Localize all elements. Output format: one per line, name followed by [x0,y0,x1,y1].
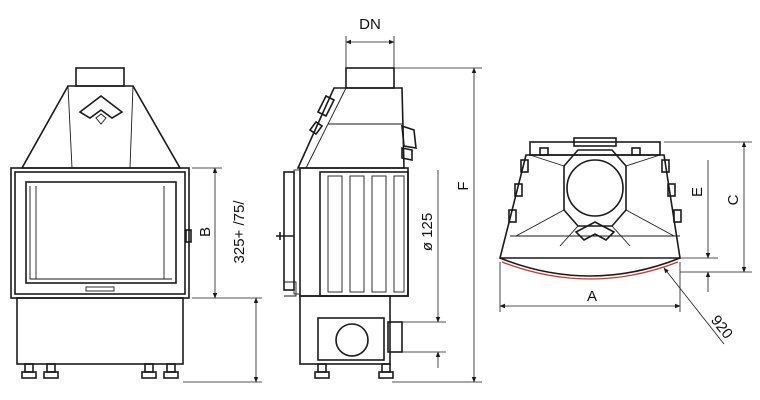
top-front-frame [499,257,681,277]
side-air-box [317,317,385,361]
top-facet-lines [515,154,675,247]
front-door-handle [185,229,192,243]
dim-label-b: B [197,227,214,237]
top-flue-stub [573,137,617,147]
top-body-outline [498,154,681,259]
front-dimensions: B 325+ /75/ [183,167,262,383]
side-inlet-flange [387,321,403,353]
side-hood [296,87,405,169]
front-bottom-slot [85,286,115,292]
side-view [276,67,417,379]
top-baffle [574,221,616,241]
side-handle [276,232,294,240]
dim-label-b-offset: 325+ /75/ [231,200,248,264]
front-flue-collar [75,67,125,87]
side-dimensions: DN F ø 125 [345,16,482,383]
front-door-frame-inner [14,171,186,295]
dim-label-f: F [455,181,472,190]
front-view [10,67,192,379]
front-hood-ribs [67,85,134,169]
side-hood-edge [305,87,347,169]
side-air-inlet [335,323,369,357]
front-deflector-center [95,113,107,125]
side-bracket-right-2 [401,147,413,161]
front-glass [25,181,177,284]
side-flue-collar [345,67,395,89]
dim-label-radius: 920 [707,312,736,342]
top-flue-opening [566,159,624,217]
side-pedestal [299,295,391,365]
top-front-arc [501,261,679,280]
dim-label-diameter: ø 125 [419,213,436,251]
front-feet [21,363,179,379]
side-bracket-left-1 [316,94,336,118]
side-bracket-left-2 [308,120,324,136]
dim-label-dn: DN [359,16,381,33]
side-body [299,167,409,297]
side-bracket-right-1 [401,124,417,149]
dim-label-a: A [587,288,597,305]
dim-label-c: C [725,194,742,205]
top-flue-octagon [563,149,627,227]
side-convection-ribs [327,175,405,293]
top-plate [529,141,661,156]
dim-label-e: E [689,187,706,197]
side-feet [314,363,394,379]
front-pedestal [16,297,184,365]
front-hood [20,85,182,169]
top-view [498,137,682,280]
side-door-inner [293,169,301,295]
front-deflector [78,94,124,119]
side-door-profile [283,171,295,291]
top-dimensions: C E A 920 [499,141,752,345]
front-glass-inner [29,186,172,280]
side-door-bottom [284,281,297,297]
top-side-lugs [508,147,682,223]
front-door-frame [10,167,190,299]
